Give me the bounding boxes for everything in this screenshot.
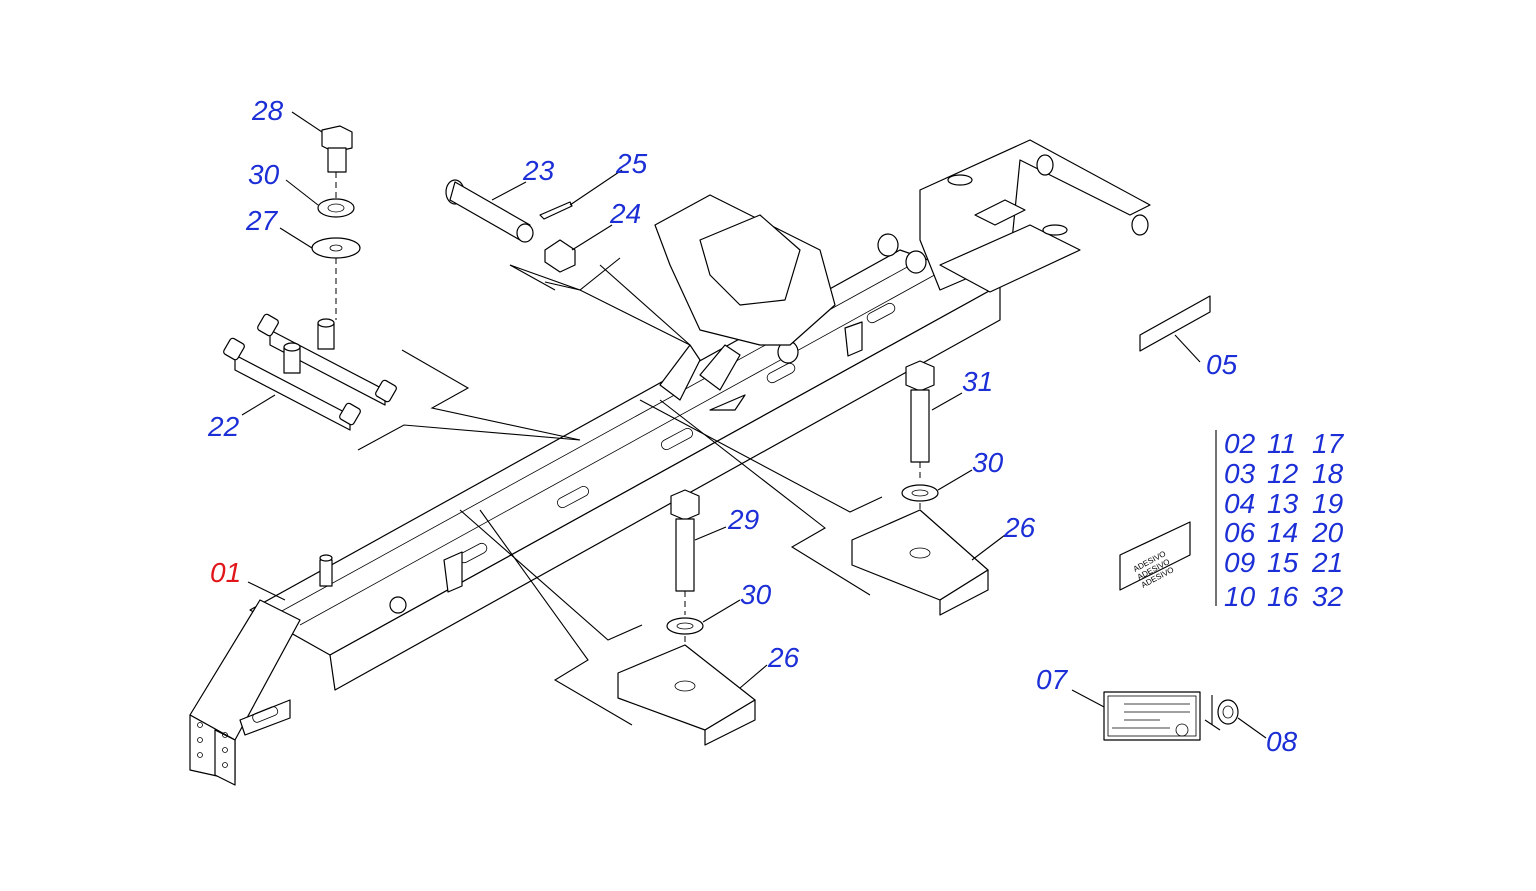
decal-num: 21 xyxy=(1311,547,1343,578)
bolt-block-right xyxy=(851,360,989,616)
callout-07: 07 xyxy=(1036,664,1069,695)
callout-30: 30 xyxy=(248,159,280,190)
pin-assembly xyxy=(445,179,621,291)
adesivo-decal: ADESIVO ADESIVO ADESIVO xyxy=(1119,521,1191,591)
callout-30: 30 xyxy=(972,447,1004,478)
decal-num: 02 xyxy=(1224,428,1256,459)
callout-29: 29 xyxy=(727,504,759,535)
decal-num: 17 xyxy=(1312,428,1345,459)
callout-30: 30 xyxy=(740,579,772,610)
bolt-stack-top xyxy=(311,125,361,320)
decal-num: 14 xyxy=(1267,517,1298,548)
rivet xyxy=(1204,695,1239,731)
callout-labels: 28 30 27 23 25 24 22 05 31 30 26 29 30 2… xyxy=(207,95,1298,757)
callout-08: 08 xyxy=(1266,726,1298,757)
decal-05 xyxy=(1139,295,1211,352)
bolt-block-left xyxy=(617,489,756,746)
hydraulic-manifold xyxy=(223,313,397,431)
decal-num: 09 xyxy=(1224,547,1255,578)
decal-num: 11 xyxy=(1267,428,1296,459)
decal-num: 12 xyxy=(1267,458,1299,489)
callout-23: 23 xyxy=(522,155,555,186)
decal-num: 19 xyxy=(1312,488,1343,519)
decal-num: 04 xyxy=(1224,488,1255,519)
callout-01: 01 xyxy=(210,557,241,588)
main-frame xyxy=(189,139,1151,786)
callout-27: 27 xyxy=(245,205,279,236)
callout-22: 22 xyxy=(207,411,240,442)
leader-lines xyxy=(241,111,1267,739)
decal-num: 18 xyxy=(1312,458,1344,489)
callout-24: 24 xyxy=(609,198,641,229)
callout-26: 26 xyxy=(1003,512,1036,543)
callout-05: 05 xyxy=(1206,349,1238,380)
decal-num: 20 xyxy=(1311,517,1344,548)
decal-num: 03 xyxy=(1224,458,1256,489)
nameplate xyxy=(1103,691,1201,741)
decal-num: 32 xyxy=(1312,581,1344,612)
decal-number-table: 02 03 04 06 09 10 11 12 13 14 15 16 17 1… xyxy=(1224,428,1345,612)
callout-25: 25 xyxy=(615,148,648,179)
decal-num: 16 xyxy=(1267,581,1299,612)
decal-num: 06 xyxy=(1224,517,1256,548)
callout-28: 28 xyxy=(251,95,284,126)
decal-num: 10 xyxy=(1224,581,1256,612)
decal-num: 15 xyxy=(1267,547,1299,578)
callout-31: 31 xyxy=(962,366,993,397)
callout-26: 26 xyxy=(767,642,800,673)
decal-num: 13 xyxy=(1267,488,1299,519)
